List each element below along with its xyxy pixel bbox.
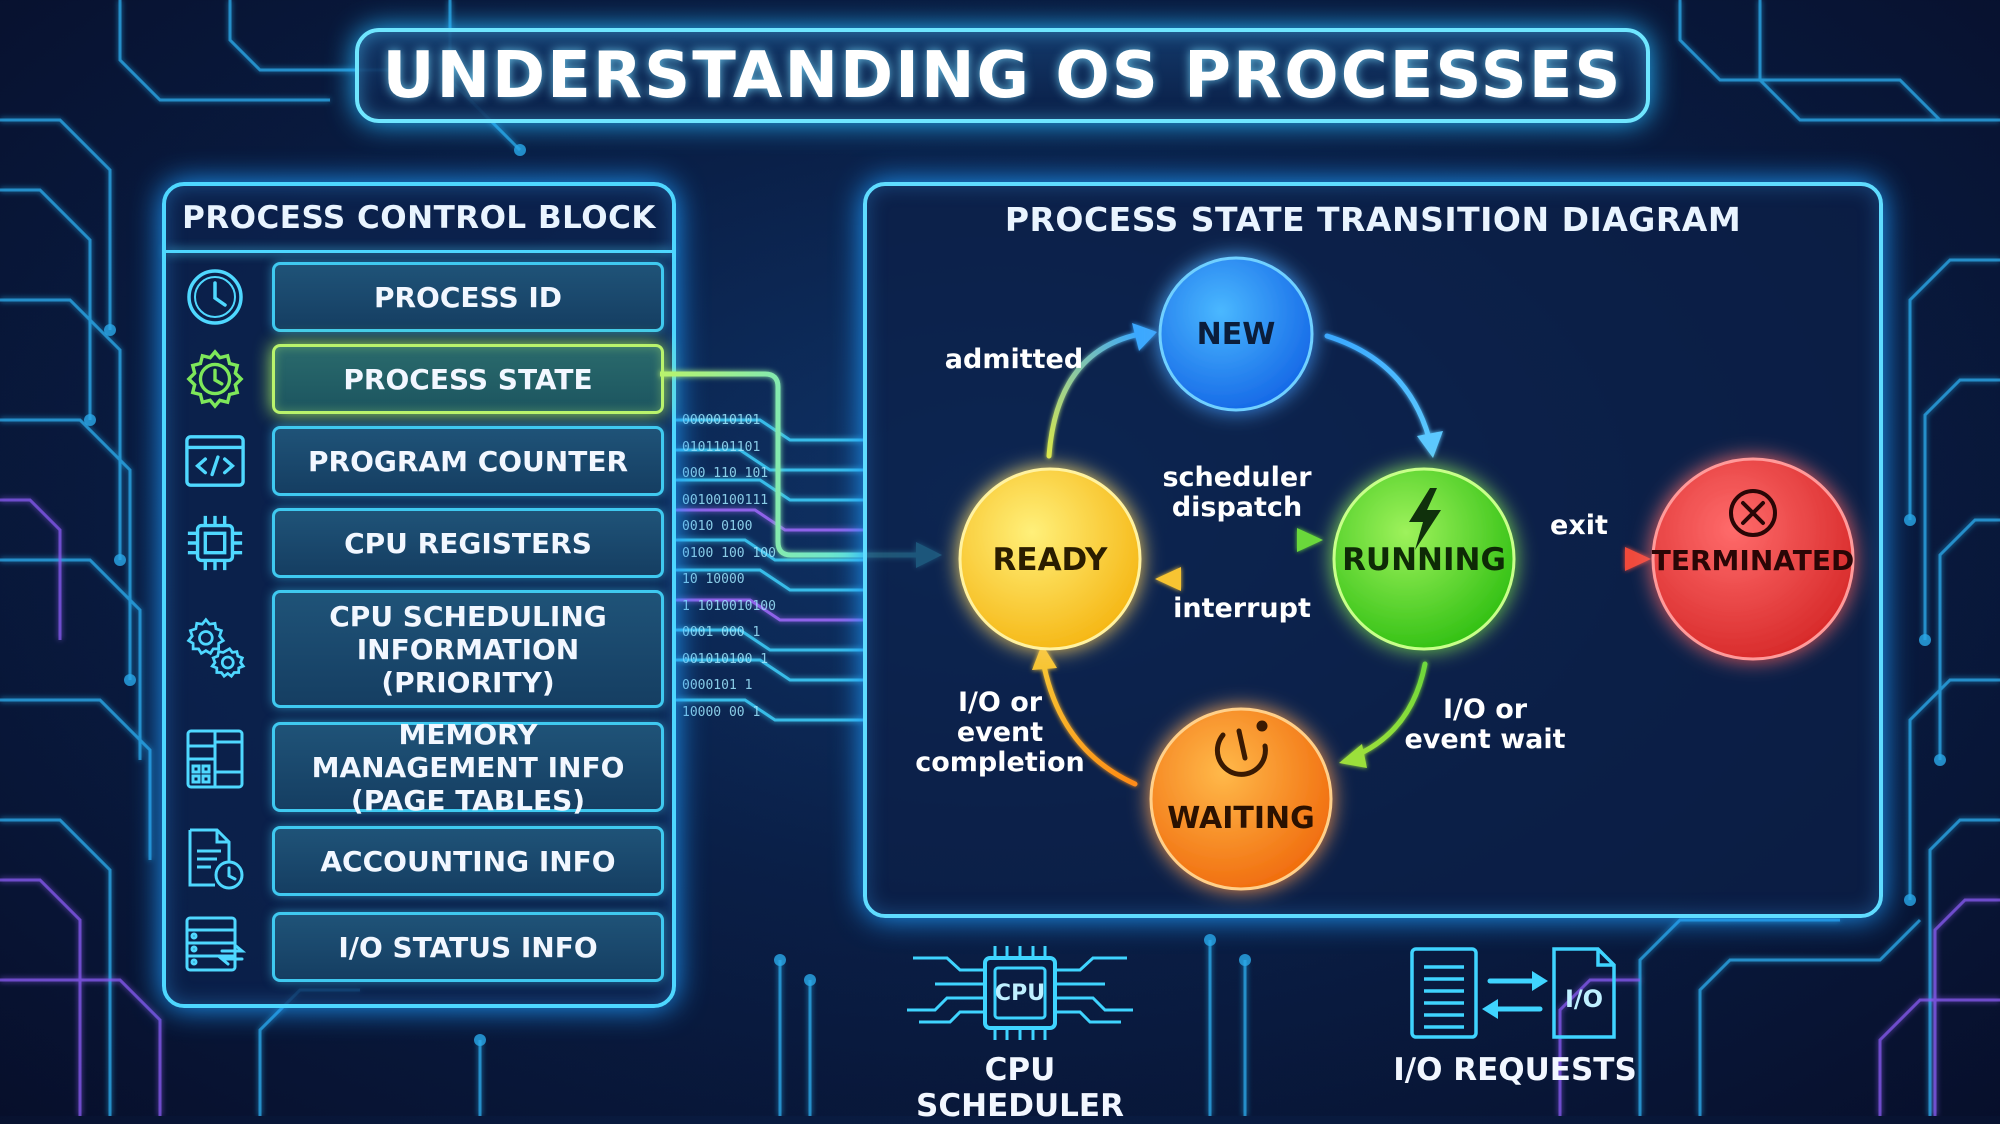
pcb-field-process-state: PROCESS STATE — [272, 344, 664, 414]
state-running-label: RUNNING — [1342, 542, 1506, 578]
new-to-running-arrowhead — [1417, 431, 1443, 458]
io-wait-label-line1: I/O or — [1443, 694, 1528, 725]
state-waiting-label: WAITING — [1167, 801, 1314, 836]
close-circle-icon — [1729, 489, 1777, 537]
io-wait-label-line2: event wait — [1404, 724, 1565, 755]
io-wait-arrow — [1352, 661, 1428, 759]
pcb-field-memory-management: MEMORY MANAGEMENT INFO (PAGE TABLES) — [272, 718, 664, 817]
io-done-label-line2: event — [957, 717, 1043, 748]
io-list-icon — [184, 914, 246, 976]
state-ready-label: READY — [993, 542, 1109, 578]
admitted-arrow — [1046, 331, 1143, 459]
binary-row: 0100 100 100 — [682, 545, 776, 561]
document-clock-icon — [184, 828, 246, 890]
state-ready — [958, 467, 1142, 651]
pcb-field-accounting-info: ACCOUNTING INFO — [272, 826, 664, 896]
pcb-field-program-counter: PROGRAM COUNTER — [272, 426, 664, 496]
clock-icon — [184, 266, 246, 328]
binary-row: 0101101101 — [682, 439, 761, 455]
io-doc-text: I/O — [1565, 985, 1603, 1013]
exit-label: exit — [1550, 510, 1608, 541]
state-new-label: NEW — [1197, 317, 1276, 352]
diagram-title: PROCESS STATE TRANSITION DIAGRAM — [1004, 200, 1742, 239]
pcb-field-cpu-scheduling: CPU SCHEDULING INFORMATION (PRIORITY) — [272, 590, 664, 708]
state-terminated-label: TERMINATED — [1652, 544, 1854, 577]
state-new — [1158, 256, 1314, 412]
memory-table-icon — [184, 728, 246, 790]
page-title: UNDERSTANDING OS PROCESSES — [382, 38, 1623, 113]
interrupt-label: interrupt — [1173, 593, 1311, 624]
binary-row: 000 110 101 — [682, 466, 769, 481]
io-done-arrow — [1041, 663, 1138, 787]
process-control-block-panel: PROCESS CONTROL BLOCK PROCESS ID PROCESS… — [162, 182, 676, 1008]
io-wait-arrowhead — [1339, 744, 1367, 768]
pcb-field-io-status: I/O STATUS INFO — [272, 912, 664, 982]
cpu-scheduler-label: CPU SCHEDULER — [916, 1052, 1124, 1124]
state-diagram-panel: PROCESS STATE TRANSITION DIAGRAM — [863, 182, 1883, 918]
gear-clock-icon — [184, 348, 246, 410]
binary-row: 0000010101 — [682, 413, 761, 428]
dispatch-label-line1: scheduler — [1162, 462, 1312, 493]
dispatch-label-line2: dispatch — [1172, 492, 1302, 523]
dispatch-arrowhead — [1297, 528, 1323, 552]
io-done-label-line3: completion — [915, 747, 1085, 778]
pcb-field-cpu-registers: CPU REGISTERS — [272, 508, 664, 578]
binary-row: 0000101 1 — [682, 678, 753, 693]
io-requests-label: I/O REQUESTS — [1393, 1052, 1637, 1088]
pcb-field-process-id: PROCESS ID — [272, 262, 664, 332]
hourglass-spinner-icon — [1214, 720, 1268, 777]
io-done-arrowhead — [1032, 644, 1057, 670]
new-to-running-arrow — [1324, 333, 1432, 441]
binary-row: 0001 000 1 — [682, 625, 761, 640]
cpu-scheduler-icon: CPU — [907, 946, 1133, 1040]
title-banner: UNDERSTANDING OS PROCESSES — [355, 28, 1650, 123]
state-running — [1332, 467, 1516, 651]
binary-row: 0010 0100 — [682, 519, 753, 534]
binary-row: 001010100 1 — [682, 651, 769, 667]
binary-row: 10 10000 — [682, 572, 745, 587]
exit-arrowhead — [1625, 547, 1651, 571]
lightning-icon — [1409, 488, 1441, 550]
pcb-title: PROCESS CONTROL BLOCK — [182, 200, 656, 236]
binary-stream: 0000010101 0101101101 000 110 101 001001… — [682, 408, 860, 738]
state-terminated — [1651, 457, 1855, 661]
chip-icon — [184, 512, 246, 574]
interrupt-arrowhead — [1155, 567, 1181, 591]
state-diagram: NEW READY RUNNING WAITING TERMINATED adm… — [915, 256, 1855, 891]
code-window-icon — [184, 430, 246, 492]
binary-row: 00100100111 — [682, 492, 769, 508]
state-waiting — [1149, 707, 1333, 891]
binary-row: 10000 00 1 — [682, 704, 761, 720]
cpu-chip-text: CPU — [995, 981, 1045, 1006]
admitted-arrowhead — [1132, 323, 1157, 351]
binary-row: 1 1010010100 — [682, 598, 776, 614]
pcb-divider — [166, 250, 672, 253]
gears-icon — [184, 616, 246, 679]
io-done-label-line1: I/O or — [958, 687, 1043, 718]
admitted-label: admitted — [945, 344, 1083, 375]
io-requests-icon: I/O — [1410, 947, 1616, 1039]
